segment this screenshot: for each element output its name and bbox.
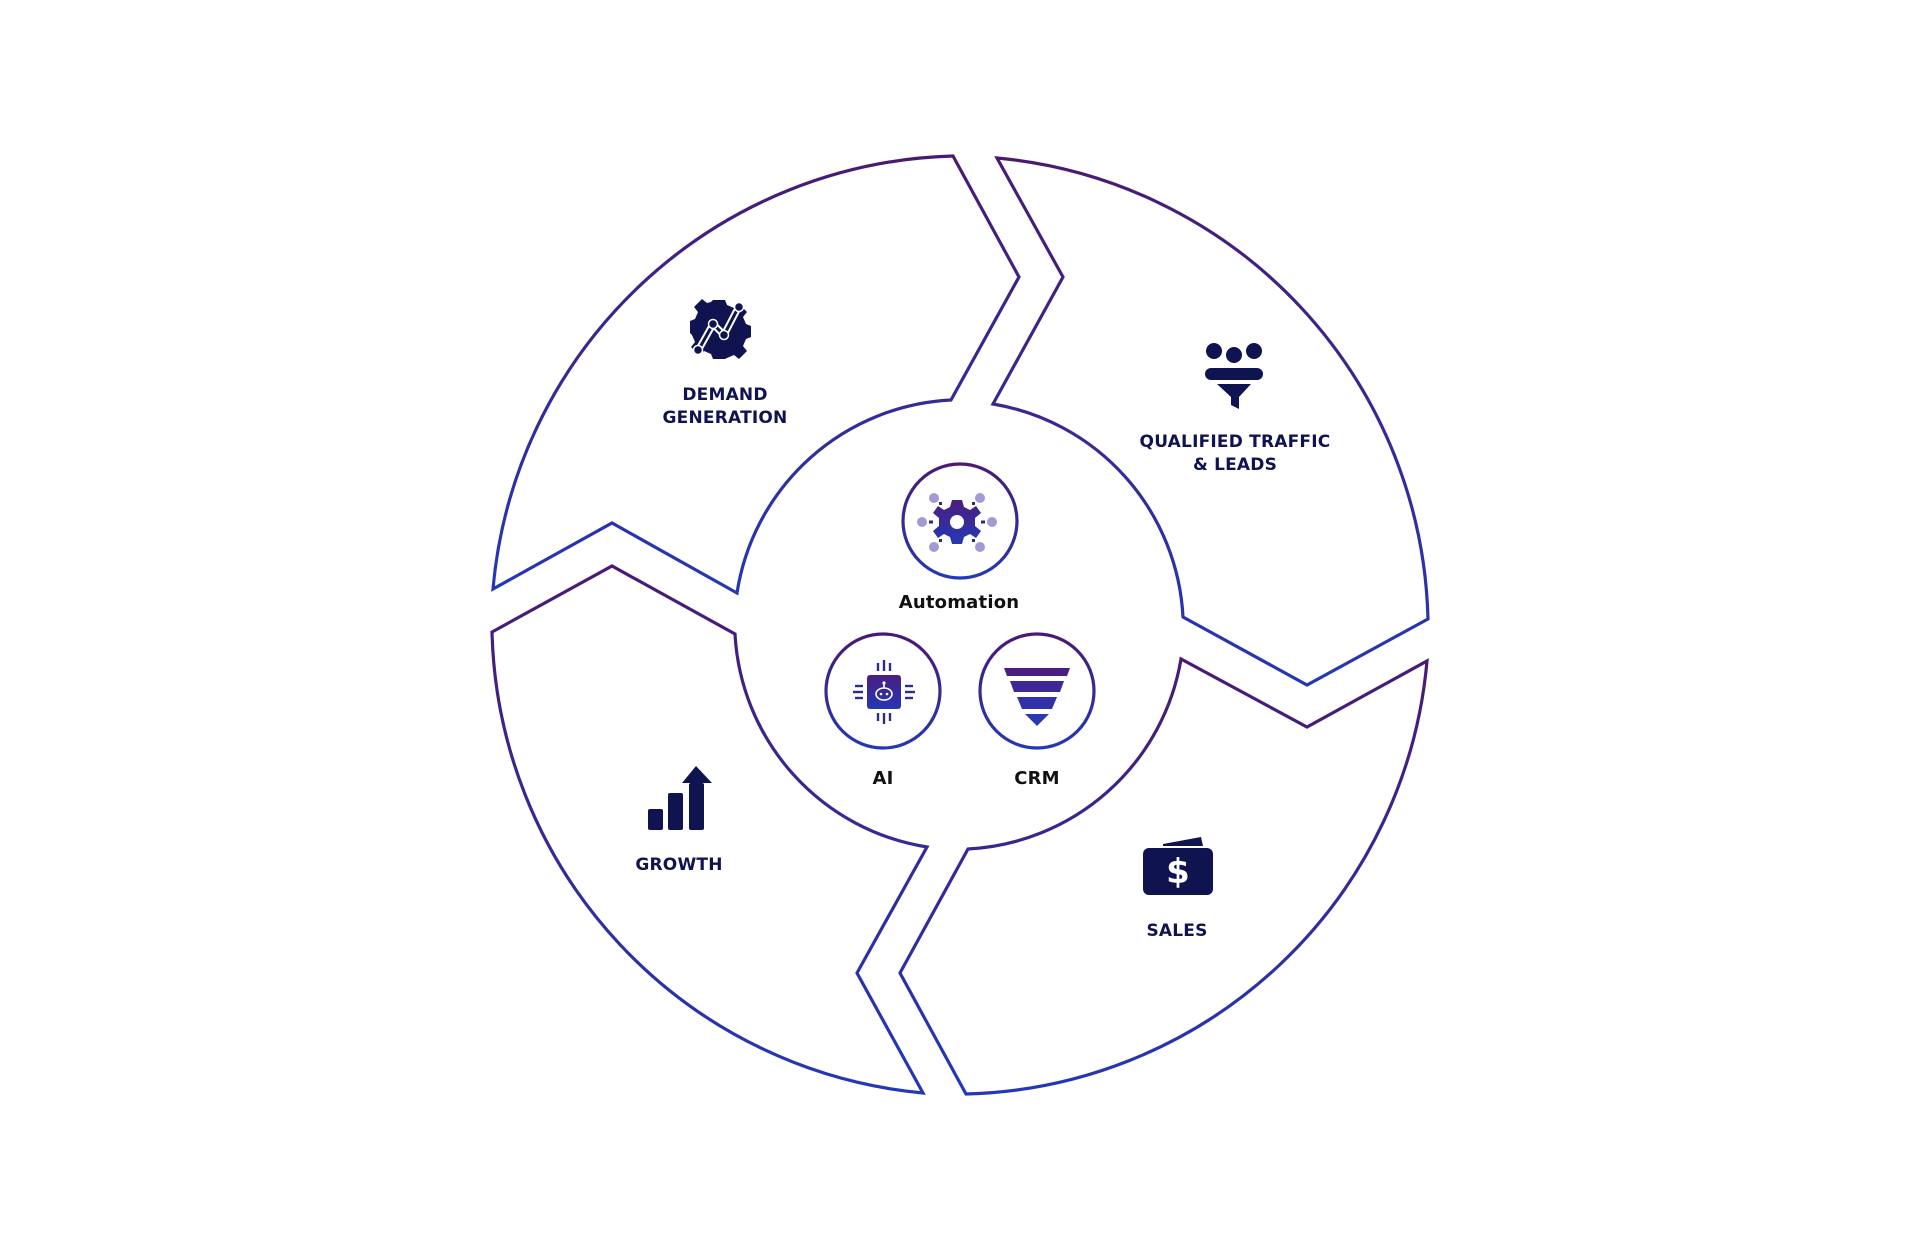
label-line: GROWTH <box>635 855 723 875</box>
ai-chip-icon <box>853 660 915 724</box>
gear-chart-icon <box>690 299 751 359</box>
segment-demand-generation <box>491 154 1021 596</box>
label-crm: CRM <box>1014 768 1060 789</box>
segment-growth <box>490 564 930 1095</box>
label-line: DEMAND <box>682 385 768 405</box>
label-line: SALES <box>1146 921 1208 941</box>
label-sales: SALES <box>1146 920 1207 943</box>
label-growth: GROWTH <box>635 854 722 877</box>
crm-funnel-icon <box>1004 668 1070 726</box>
automation-gear-icon <box>917 493 997 552</box>
svg-text:$: $ <box>1166 852 1190 892</box>
label-ai: AI <box>872 768 894 789</box>
growth-bars-arrow-icon <box>648 766 712 830</box>
label-line: & LEADS <box>1192 455 1278 475</box>
label-qualified-traffic: QUALIFIED TRAFFIC & LEADS <box>1140 431 1331 477</box>
label-automation: Automation <box>898 592 1020 613</box>
label-demand-generation: DEMAND GENERATION <box>663 384 788 430</box>
segment-qualified-traffic <box>990 156 1430 687</box>
money-wallet-icon: $ <box>1143 837 1213 895</box>
people-funnel-icon <box>1205 343 1263 409</box>
label-line: QUALIFIED TRAFFIC <box>1139 432 1331 452</box>
label-line: GENERATION <box>662 408 788 428</box>
